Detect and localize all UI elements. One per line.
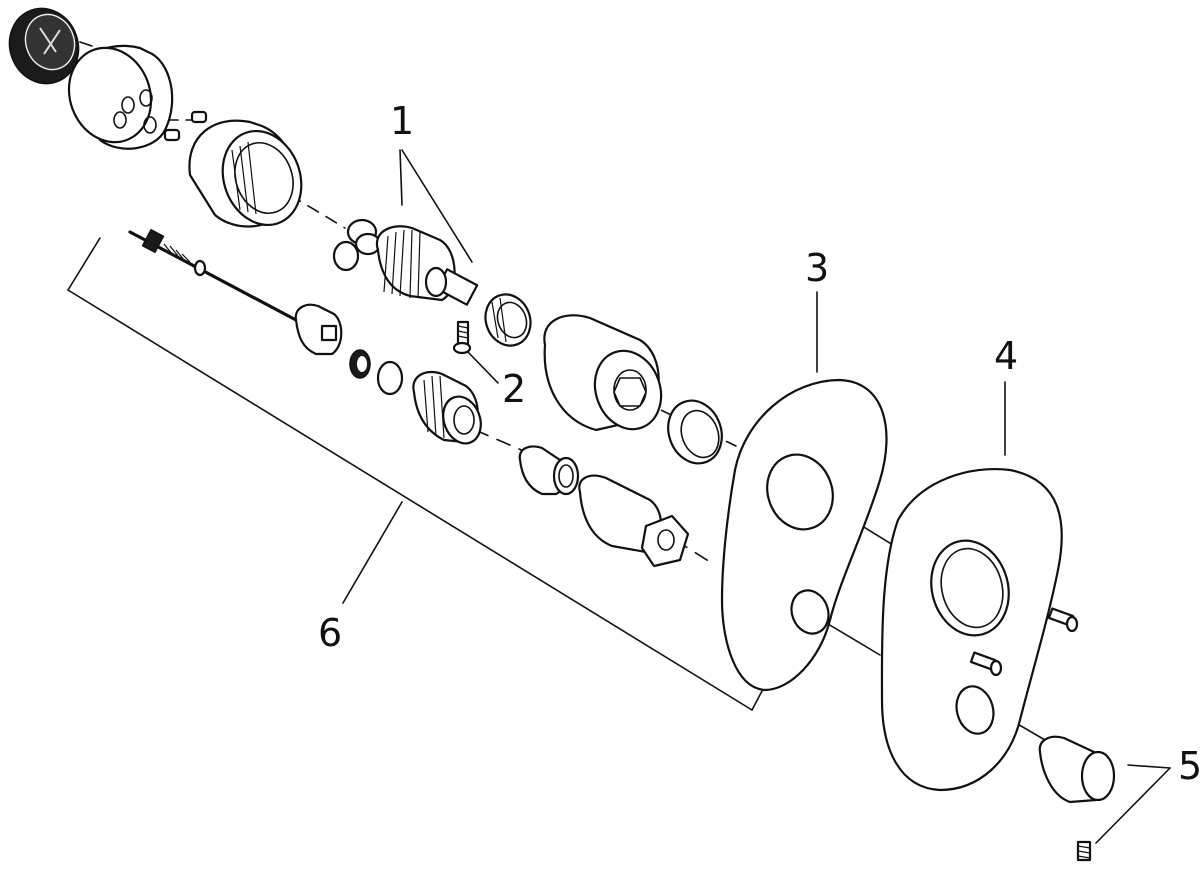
splined-cylinder: [67, 44, 208, 150]
leader-1a: [399, 149, 403, 206]
valve-seals: [332, 218, 382, 272]
leader-5a: [1127, 764, 1171, 769]
threaded-fitting: [412, 370, 482, 445]
escutcheon-screws: [969, 607, 1079, 677]
ring-sleeve: [667, 399, 723, 465]
small-bush: [518, 445, 580, 496]
threaded-ring: [188, 119, 303, 228]
washers: [349, 349, 404, 396]
spindle-rod: [128, 228, 298, 322]
callout-2-label: 2: [502, 367, 526, 411]
leader-1b: [401, 149, 473, 263]
extension-hex: [578, 474, 690, 568]
large-sleeve: [543, 314, 663, 432]
callout-1-label: 1: [390, 99, 414, 143]
set-screw-5: [1076, 840, 1092, 862]
small-nut: [484, 293, 532, 347]
bracket-6-base: [67, 289, 753, 711]
rosette-plate-3: [720, 378, 888, 692]
diverter-knob-5: [1038, 735, 1116, 804]
handle-cap-dark: [8, 7, 93, 85]
screw-2: [452, 320, 472, 355]
callout-4-label: 4: [994, 334, 1018, 378]
cartridge: [375, 225, 479, 306]
leader-2: [467, 351, 499, 384]
leader-6: [342, 501, 403, 604]
callout-3-label: 3: [805, 246, 829, 290]
connector-piece: [294, 303, 343, 356]
callout-5-label: 5: [1178, 744, 1200, 788]
bracket-6-left: [67, 237, 101, 291]
leader-5b: [1095, 767, 1171, 844]
escutcheon-plate-4: [880, 468, 1063, 792]
callout-6-label: 6: [318, 611, 342, 655]
